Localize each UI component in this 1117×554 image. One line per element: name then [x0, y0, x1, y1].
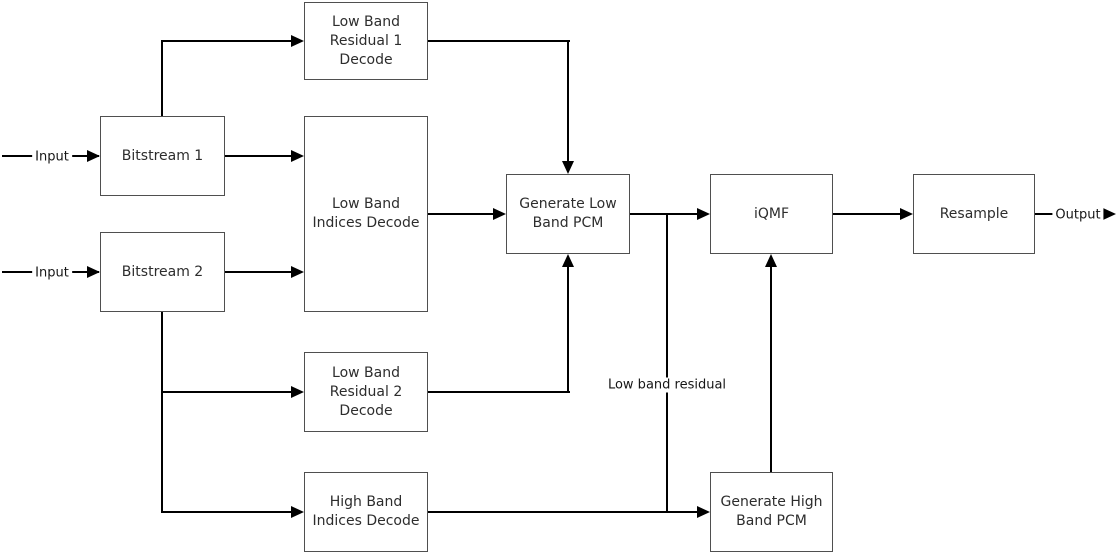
node-label-line: Low Band	[332, 196, 400, 212]
input-label-1: Input	[32, 149, 72, 165]
node-label-line: Decode	[339, 402, 393, 419]
connector-ghb-to-iqmf-v	[770, 267, 772, 473]
connector-low-band-residual-v	[666, 213, 668, 513]
connector-bs2-branch-v	[161, 311, 163, 513]
node-label-line: Generate Low	[519, 196, 617, 212]
connector-bs1-to-lbr1-v	[161, 40, 163, 117]
node-label-line: Resample	[939, 205, 1009, 222]
node-generate-high-band-pcm: Generate High Band PCM	[710, 472, 833, 552]
arrowhead-into-lbr1	[291, 35, 304, 47]
arrowhead-into-resample	[900, 208, 913, 220]
node-iqmf: iQMF	[710, 174, 833, 254]
node-label-line: High Band	[329, 494, 403, 510]
node-bitstream-2: Bitstream 2	[100, 232, 225, 312]
node-low-band-residual-1-decode: Low Band Residual 1 Decode	[304, 2, 428, 80]
connector-bs1-to-lbr1-h	[161, 40, 293, 42]
connector-glb-to-iqmf-h	[630, 213, 698, 215]
connector-iqmf-to-resample-h	[833, 213, 901, 215]
node-label-line: Indices Decode	[312, 215, 420, 231]
arrowhead-into-ghb	[697, 506, 710, 518]
node-label-line: Generate High	[720, 494, 823, 510]
arrowhead-into-bitstream2	[87, 266, 100, 278]
connector-lbr2-to-glb-v	[567, 267, 569, 393]
connector-lbi-to-glb-h	[428, 213, 494, 215]
arrowhead-into-lbi-top	[291, 150, 304, 162]
node-label-line: Decode	[339, 51, 393, 68]
connector-lbr1-out-h	[428, 40, 570, 42]
connector-bs1-to-lbi-h	[225, 155, 293, 157]
node-high-band-indices-decode: High Band Indices Decode	[304, 472, 428, 552]
node-label-line: Bitstream 1	[121, 147, 204, 164]
arrowhead-into-hbi	[291, 506, 304, 518]
arrowhead-into-iqmf-left	[697, 208, 710, 220]
arrowhead-into-glb-top	[562, 161, 574, 174]
input-label-2: Input	[32, 265, 72, 281]
arrowhead-into-bitstream1	[87, 150, 100, 162]
connector-bs2-to-lbr2-h	[161, 391, 293, 393]
low-band-residual-label: Low band residual	[604, 377, 730, 393]
node-generate-low-band-pcm: Generate Low Band PCM	[506, 174, 630, 254]
node-label-line: Low Band	[332, 364, 400, 381]
node-label-line: Bitstream 2	[121, 263, 204, 280]
node-resample: Resample	[913, 174, 1035, 254]
node-label-line: Low Band	[332, 13, 400, 30]
node-low-band-indices-decode: Low Band Indices Decode	[304, 116, 428, 312]
node-label-line: Band PCM	[532, 215, 604, 231]
node-low-band-residual-2-decode: Low Band Residual 2 Decode	[304, 352, 428, 432]
arrowhead-into-iqmf-bottom	[765, 254, 777, 267]
arrowhead-output	[1103, 208, 1116, 220]
node-label-line: Band PCM	[736, 513, 807, 529]
node-bitstream-1: Bitstream 1	[100, 116, 225, 196]
connector-bs2-to-lbi-h	[225, 271, 293, 273]
connector-lbr1-to-glb-v	[567, 40, 569, 162]
output-label: Output	[1052, 207, 1104, 223]
node-label-line: iQMF	[753, 205, 790, 222]
connector-hbi-to-ghb-h	[428, 511, 698, 513]
arrowhead-into-glb-bottom	[562, 254, 574, 267]
node-label-line: Residual 1	[329, 32, 403, 49]
connector-bs2-to-hbi-h	[161, 511, 293, 513]
arrowhead-into-glb-left	[493, 208, 506, 220]
arrowhead-into-lbr2	[291, 386, 304, 398]
arrowhead-into-lbi-bottom	[291, 266, 304, 278]
node-label-line: Residual 2	[329, 383, 403, 400]
connector-lbr2-out-h	[428, 391, 570, 393]
node-label-line: Indices Decode	[312, 513, 420, 529]
